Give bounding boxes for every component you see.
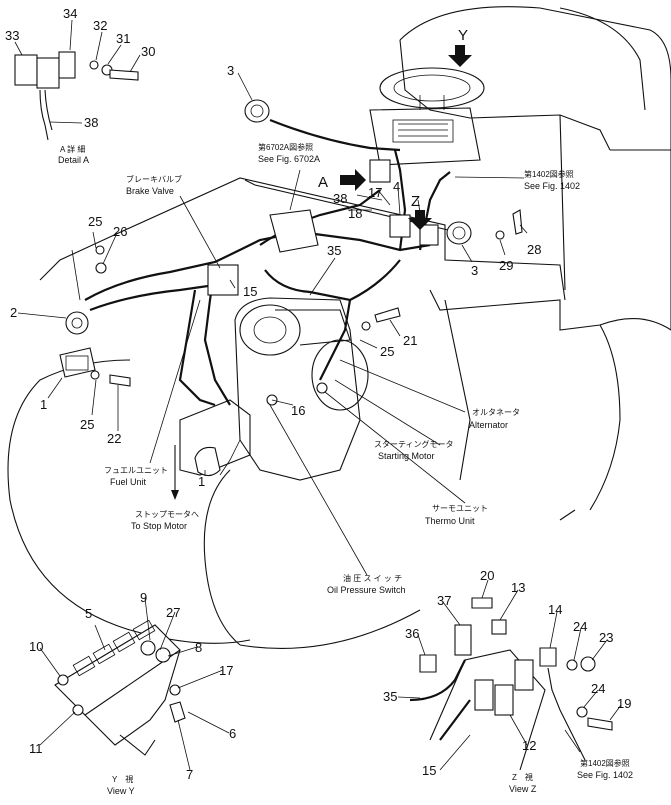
- part-9: 9: [140, 590, 147, 605]
- part-14: 14: [548, 602, 562, 617]
- part-1-left: 1: [40, 397, 47, 412]
- part-25-right: 25: [380, 344, 394, 359]
- part-12: 12: [522, 738, 536, 753]
- thermo-unit-jp: サーモユニット: [432, 504, 488, 513]
- see-fig-1402-jp: 第1402図参照: [524, 169, 574, 179]
- part-19: 19: [617, 696, 631, 711]
- part-35-view-z: 35: [383, 689, 397, 704]
- part-37: 37: [437, 593, 451, 608]
- view-y-label: View Y: [107, 786, 135, 796]
- part-22: 22: [107, 431, 121, 446]
- components: [14, 51, 523, 477]
- brake-valve-jp: ブレーキバルブ: [126, 174, 182, 184]
- part-36: 36: [405, 626, 419, 641]
- view-z-panel: [409, 597, 613, 771]
- view-letter-y: Y: [458, 27, 468, 44]
- view-letter-z: Z: [411, 193, 420, 210]
- part-26: 26: [113, 224, 127, 239]
- view-letter-a: A: [318, 174, 328, 191]
- see-fig-1402-z-label: See Fig. 1402: [577, 770, 633, 780]
- part-38-detail: 38: [84, 115, 98, 130]
- starting-motor-label: Starting Motor: [378, 451, 435, 461]
- part-32: 32: [93, 18, 107, 33]
- part-20: 20: [480, 568, 494, 583]
- alternator-jp: オルタネータ: [472, 408, 520, 417]
- part-21: 21: [403, 333, 417, 348]
- stop-motor-jp: ストップモータへ: [135, 510, 199, 519]
- part-18: 18: [348, 206, 362, 221]
- part-8: 8: [195, 640, 202, 655]
- stop-motor-label: To Stop Motor: [131, 521, 187, 531]
- thermo-unit-label: Thermo Unit: [425, 516, 475, 526]
- part-17-view-y: 17: [219, 663, 233, 678]
- part-3-top: 3: [227, 63, 234, 78]
- part-24-lower: 24: [591, 681, 605, 696]
- part-33: 33: [5, 28, 19, 43]
- part-5: 5: [85, 606, 92, 621]
- part-34: 34: [63, 6, 77, 21]
- part-25-top: 25: [88, 214, 102, 229]
- brake-valve-label: Brake Valve: [126, 186, 174, 196]
- part-15-engine: 15: [243, 284, 257, 299]
- view-z-label: View Z: [509, 784, 537, 794]
- part-25-mid: 25: [80, 417, 94, 432]
- see-fig-6702a-jp: 第6702A図参照: [258, 142, 313, 152]
- part-10: 10: [29, 639, 43, 654]
- part-16: 16: [291, 403, 305, 418]
- part-6: 6: [229, 726, 236, 741]
- part-13: 13: [511, 580, 525, 595]
- detail-a-label: Detail A: [58, 155, 89, 165]
- part-1-lower: 1: [198, 474, 205, 489]
- part-15-view-z: 15: [422, 763, 436, 778]
- part-4: 4: [393, 179, 400, 194]
- callout-labels: A 詳 細 Detail A 第6702A図参照 See Fig. 6702A …: [58, 142, 633, 796]
- see-fig-1402-label: See Fig. 1402: [524, 181, 580, 191]
- view-y-panel: [54, 619, 186, 756]
- oil-pressure-jp: 油 圧 ス イ ッ チ: [343, 573, 402, 583]
- part-35-engine: 35: [327, 243, 341, 258]
- see-fig-1402-z-jp: 第1402図参照: [580, 758, 630, 768]
- oil-pressure-label: Oil Pressure Switch: [327, 585, 406, 595]
- leader-lines: [14, 19, 622, 771]
- starting-motor-jp: スターティングモータ: [374, 439, 454, 449]
- part-38-main: 38: [333, 191, 347, 206]
- alternator-label: Alternator: [469, 420, 508, 430]
- fuel-unit-label: Fuel Unit: [110, 477, 147, 487]
- part-17-main: 17: [368, 185, 382, 200]
- part-2: 2: [10, 305, 17, 320]
- part-number-labels: 33 34 32 31 30 38 3 25 26 2 1 25 22 1 15…: [5, 6, 631, 782]
- part-29: 29: [499, 258, 513, 273]
- part-24-top: 24: [573, 619, 587, 634]
- part-28: 28: [527, 242, 541, 257]
- wiring-harness: [84, 118, 451, 476]
- part-3-right: 3: [471, 263, 478, 278]
- machine-body: [7, 6, 671, 649]
- view-letters: A Y Z: [318, 27, 468, 210]
- fuel-unit-jp: フュエルユニット: [104, 466, 168, 475]
- part-27: 27: [166, 605, 180, 620]
- part-30: 30: [141, 44, 155, 59]
- see-fig-6702a-label: See Fig. 6702A: [258, 154, 320, 164]
- part-23: 23: [599, 630, 613, 645]
- view-y-jp: Y 視: [112, 775, 133, 784]
- view-z-jp: Z 視: [512, 773, 533, 782]
- detail-a-jp: A 詳 細: [60, 144, 85, 154]
- part-7: 7: [186, 767, 193, 782]
- part-11: 11: [29, 741, 43, 756]
- part-31: 31: [116, 31, 130, 46]
- view-arrows: [171, 45, 472, 500]
